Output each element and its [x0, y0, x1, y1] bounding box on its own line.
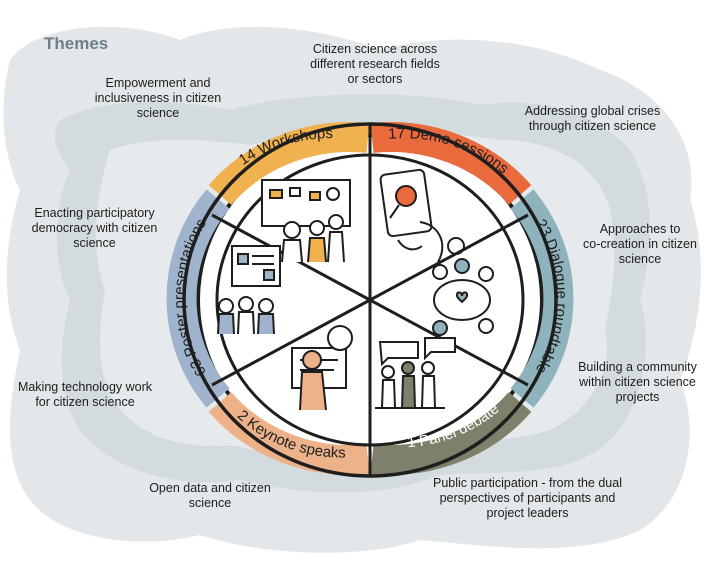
keynote-speaker-icon [291, 325, 353, 411]
band-panel [370, 391, 532, 475]
theme-participatory-democracy: Enacting participatory democracy with ci… [31, 206, 158, 250]
theme-co-creation: Approaches to co-creation in citizen sci… [583, 222, 697, 266]
workshop-board-icon [261, 179, 351, 263]
themes-title: Themes [44, 34, 109, 53]
theme-technology: Making technology work for citizen scien… [17, 380, 153, 409]
theme-public-participation: Public participation - from the dual per… [433, 476, 622, 520]
tablet-magnifier-icon [379, 168, 444, 263]
theme-community: Building a community within citizen scie… [578, 360, 697, 404]
roundtable-icon [432, 237, 494, 336]
band-keynote [208, 391, 370, 475]
panel-debate-icon [375, 337, 456, 409]
poster-icon [217, 245, 281, 335]
theme-global-crises: Addressing global crises through citizen… [524, 104, 661, 133]
theme-research-fields: Citizen science across different researc… [310, 42, 440, 86]
theme-open-data: Open data and citizen science [149, 481, 271, 510]
theme-empowerment: Empowerment and inclusiveness in citizen… [94, 76, 222, 120]
